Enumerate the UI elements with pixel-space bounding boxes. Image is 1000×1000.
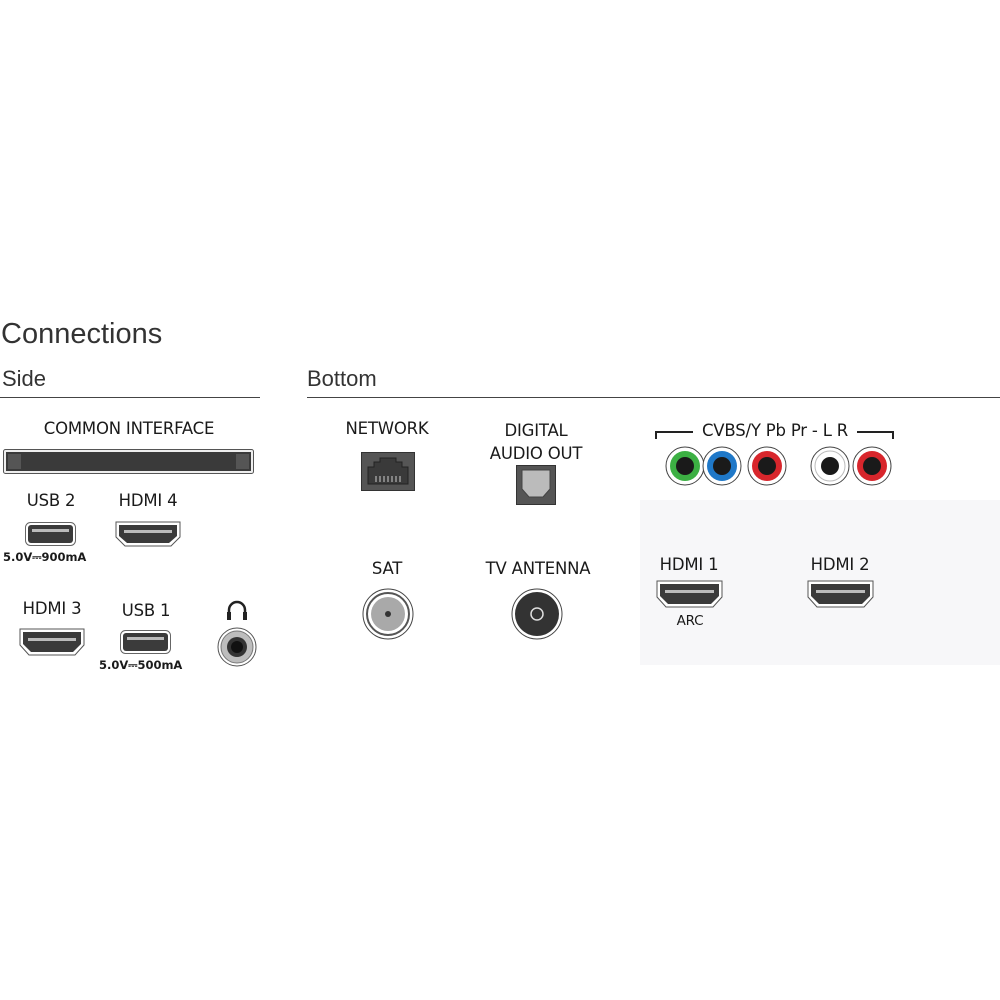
digital-audio-out-label: DIGITAL AUDIO OUT [466, 419, 606, 465]
headphones-icon [227, 600, 247, 620]
hdmi3-port-icon [19, 628, 85, 656]
usb1-port-icon [120, 630, 171, 654]
rca-jack-pb-blue [702, 446, 742, 486]
hdmi1-arc-label: ARC [676, 613, 704, 629]
tv-antenna-connector-icon [511, 588, 563, 640]
hdmi1-label: HDMI 1 [659, 555, 719, 574]
common-interface-label: COMMON INTERFACE [43, 419, 215, 438]
usb2-port-icon [25, 522, 76, 546]
rca-jack-r-red [852, 446, 892, 486]
usb2-label: USB 2 [26, 491, 76, 510]
cvbs-bracket [655, 431, 894, 439]
usb1-label: USB 1 [121, 601, 171, 620]
sat-label: SAT [371, 559, 403, 578]
digital-audio-out-line1: DIGITAL [504, 421, 568, 440]
rca-jack-pr-red [747, 446, 787, 486]
hdmi2-port-icon [807, 580, 874, 608]
rca-jack-y-green [665, 446, 705, 486]
bottom-divider [307, 397, 1000, 398]
rca-jacks [665, 446, 892, 486]
hdmi1-port-icon [656, 580, 723, 608]
headphone-jack-icon [217, 627, 257, 667]
hdmi4-label: HDMI 4 [118, 491, 178, 510]
usb2-spec: 5.0V⎓900mA [3, 550, 87, 564]
hdmi2-label: HDMI 2 [810, 555, 870, 574]
digital-audio-out-line2: AUDIO OUT [489, 444, 583, 463]
page-title: Connections [1, 318, 163, 350]
rca-jack-l-white [810, 446, 850, 486]
hdmi4-port-icon [115, 521, 181, 547]
network-port-icon [361, 452, 415, 491]
tv-antenna-label: TV ANTENNA [485, 559, 591, 578]
section-side-heading: Side [2, 366, 47, 391]
optical-port-icon [516, 465, 556, 505]
network-label: NETWORK [345, 419, 429, 438]
usb1-spec: 5.0V⎓500mA [99, 658, 183, 672]
section-bottom-heading: Bottom [307, 366, 377, 391]
side-divider [0, 397, 260, 398]
hdmi3-label: HDMI 3 [22, 599, 82, 618]
common-interface-slot-icon [3, 449, 254, 474]
cvbs-label: CVBS/Y Pb Pr - L R [701, 421, 849, 440]
sat-connector-icon [362, 588, 414, 640]
